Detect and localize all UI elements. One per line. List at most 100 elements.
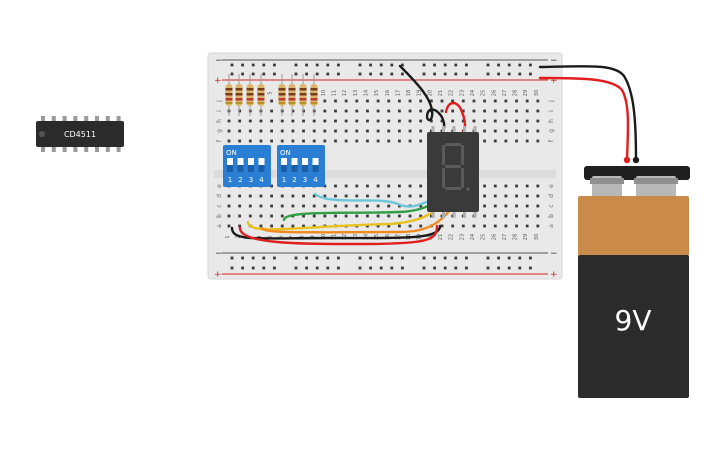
- breadboard-hole[interactable]: [451, 99, 455, 103]
- breadboard-hole[interactable]: [515, 204, 518, 208]
- rail-hole[interactable]: [443, 72, 447, 76]
- rail-hole[interactable]: [422, 72, 426, 76]
- breadboard-hole[interactable]: [270, 184, 273, 188]
- breadboard-hole[interactable]: [344, 214, 348, 218]
- chip-pin[interactable]: [95, 146, 99, 152]
- breadboard-hole[interactable]: [270, 99, 273, 103]
- breadboard-hole[interactable]: [419, 109, 423, 113]
- rail-hole[interactable]: [379, 72, 383, 76]
- breadboard-hole[interactable]: [461, 99, 465, 103]
- display-pin[interactable]: [442, 210, 445, 218]
- breadboard-hole[interactable]: [515, 109, 518, 113]
- breadboard-hole[interactable]: [291, 204, 295, 208]
- rail-hole[interactable]: [294, 256, 298, 260]
- breadboard-hole[interactable]: [259, 214, 263, 218]
- resistor[interactable]: [257, 74, 265, 116]
- breadboard-hole[interactable]: [493, 204, 497, 208]
- breadboard-hole[interactable]: [525, 204, 529, 208]
- wire-green[interactable]: [282, 202, 434, 222]
- rail-hole[interactable]: [230, 256, 234, 260]
- dip-toggle[interactable]: [302, 158, 308, 165]
- breadboard-hole[interactable]: [472, 224, 476, 228]
- rail-hole[interactable]: [294, 266, 298, 270]
- breadboard-hole[interactable]: [344, 139, 348, 143]
- breadboard-hole[interactable]: [248, 129, 252, 133]
- breadboard-hole[interactable]: [493, 119, 497, 123]
- breadboard-hole[interactable]: [280, 194, 284, 198]
- breadboard-hole[interactable]: [291, 109, 295, 113]
- breadboard-hole[interactable]: [536, 204, 540, 208]
- breadboard-hole[interactable]: [238, 204, 242, 208]
- breadboard-hole[interactable]: [259, 204, 263, 208]
- chip-pin[interactable]: [116, 116, 121, 122]
- breadboard-hole[interactable]: [398, 184, 401, 188]
- breadboard-hole[interactable]: [429, 129, 433, 133]
- breadboard-hole[interactable]: [344, 204, 348, 208]
- breadboard-hole[interactable]: [408, 224, 412, 228]
- breadboard-hole[interactable]: [504, 194, 508, 198]
- breadboard-hole[interactable]: [504, 109, 508, 113]
- rail-hole[interactable]: [390, 266, 394, 270]
- breadboard-hole[interactable]: [387, 184, 391, 188]
- rail-hole[interactable]: [497, 63, 500, 67]
- breadboard-hole[interactable]: [461, 224, 465, 228]
- breadboard-hole[interactable]: [504, 184, 508, 188]
- dip-toggle[interactable]: [312, 158, 319, 165]
- breadboard-hole[interactable]: [270, 109, 273, 113]
- chip-pin[interactable]: [105, 146, 110, 152]
- rail-hole[interactable]: [305, 266, 308, 270]
- breadboard-hole[interactable]: [270, 119, 273, 123]
- rail-hole[interactable]: [454, 266, 458, 270]
- breadboard-hole[interactable]: [483, 99, 486, 103]
- breadboard-hole[interactable]: [280, 224, 284, 228]
- rail-hole[interactable]: [379, 266, 383, 270]
- resistor[interactable]: [310, 74, 318, 116]
- breadboard-hole[interactable]: [429, 119, 433, 123]
- breadboard-hole[interactable]: [483, 139, 486, 143]
- breadboard-hole[interactable]: [302, 119, 305, 123]
- breadboard-hole[interactable]: [366, 99, 369, 103]
- breadboard-hole[interactable]: [376, 129, 380, 133]
- rail-hole[interactable]: [241, 256, 244, 260]
- breadboard-hole[interactable]: [302, 224, 305, 228]
- breadboard-hole[interactable]: [387, 204, 391, 208]
- rail-hole[interactable]: [486, 72, 490, 76]
- breadboard-hole[interactable]: [483, 224, 486, 228]
- rail-hole[interactable]: [251, 72, 255, 76]
- rail-hole[interactable]: [315, 266, 319, 270]
- rail-hole[interactable]: [273, 256, 276, 260]
- breadboard-hole[interactable]: [525, 129, 529, 133]
- battery-wire-red[interactable]: [538, 76, 630, 162]
- chip-pin[interactable]: [116, 146, 121, 152]
- breadboard-hole[interactable]: [376, 224, 380, 228]
- wire-cyan[interactable]: [313, 192, 434, 208]
- rail-hole[interactable]: [518, 72, 522, 76]
- chip-pin[interactable]: [41, 116, 45, 122]
- breadboard-hole[interactable]: [536, 139, 540, 143]
- breadboard-hole[interactable]: [525, 184, 529, 188]
- dip-toggle[interactable]: [248, 158, 254, 165]
- rail-hole[interactable]: [390, 72, 394, 76]
- rail-hole[interactable]: [422, 266, 426, 270]
- breadboard-hole[interactable]: [440, 224, 444, 228]
- chip-pin[interactable]: [41, 146, 45, 152]
- breadboard-hole[interactable]: [429, 99, 433, 103]
- rail-hole[interactable]: [273, 266, 276, 270]
- breadboard-hole[interactable]: [525, 119, 529, 123]
- breadboard-hole[interactable]: [451, 224, 455, 228]
- breadboard-hole[interactable]: [398, 129, 401, 133]
- breadboard-hole[interactable]: [355, 129, 359, 133]
- breadboard-hole[interactable]: [408, 99, 412, 103]
- chip-pin[interactable]: [95, 116, 99, 122]
- breadboard-hole[interactable]: [376, 204, 380, 208]
- breadboard-hole[interactable]: [259, 129, 263, 133]
- rail-hole[interactable]: [465, 72, 468, 76]
- rail-hole[interactable]: [507, 256, 511, 260]
- rail-hole[interactable]: [401, 72, 404, 76]
- breadboard-hole[interactable]: [408, 129, 412, 133]
- breadboard-hole[interactable]: [525, 139, 529, 143]
- rail-hole[interactable]: [369, 256, 372, 260]
- breadboard-hole[interactable]: [280, 119, 284, 123]
- rail-hole[interactable]: [465, 256, 468, 260]
